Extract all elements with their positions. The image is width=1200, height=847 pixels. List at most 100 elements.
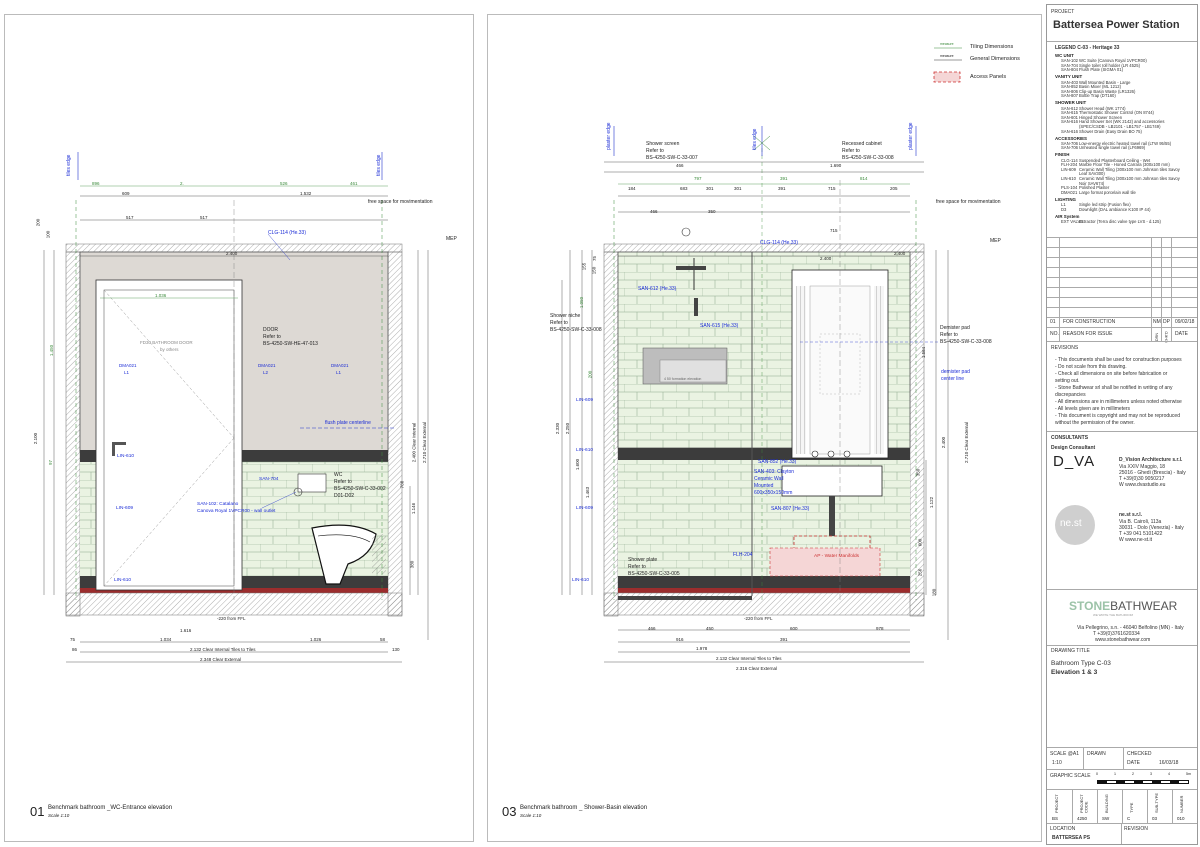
elev1-dim-clear-int: 2.132 Clear Internal Tiles to Tiles <box>190 647 256 652</box>
divider <box>1047 247 1197 248</box>
elev3-ap: AP - Water Manifolds <box>814 554 860 559</box>
legend-item-desc: Hand Shower Set (WK 2142) and accessorie… <box>1079 119 1165 125</box>
divider <box>1047 327 1197 328</box>
divider <box>1047 257 1197 258</box>
elev3-free-space: free space for movimentation <box>936 199 1001 205</box>
legend-item-code: SAN-804 <box>1061 67 1078 73</box>
elev3-dim-bot-1: 466 <box>648 626 656 631</box>
elev3-lin609-top: LIN-609 <box>576 398 594 403</box>
legend-item-code: FLH-204 <box>1061 162 1078 168</box>
elev1-dim-top-4: 461 <box>350 181 358 186</box>
drawing-title-1: Bathroom Type C-03 <box>1051 660 1111 667</box>
elev3-dim-clear-int: 2.132 Clear Internal Tiles to Tiles <box>716 656 782 661</box>
legend-item-desc: Unheated single towel rail (LF6969) <box>1079 145 1146 151</box>
legend-item-desc: Flush Plate (SIGMA 01) <box>1079 67 1123 73</box>
drawing-title-2: Elevation 1 & 3 <box>1051 669 1098 676</box>
scale-label: SCALE @A1 <box>1050 751 1079 757</box>
graphic-scale-tick: 1 <box>1114 772 1116 776</box>
elev3-tile-edge: tiles edge <box>752 128 758 150</box>
elev1-wc-2: Refer to <box>334 479 352 485</box>
code-grid-divider <box>1097 789 1098 823</box>
elev3-dim-small-5: 180 <box>931 588 937 597</box>
elev1-san704: SAN-704 <box>259 477 279 482</box>
code-header: TYPE <box>1129 802 1134 813</box>
elev3-dim-top3-6: 715 <box>828 186 836 191</box>
elev3-dim-top3-7: 205 <box>890 186 898 191</box>
elev3-dim-top2-1: 797 <box>694 176 702 181</box>
elev1-dma-2a: DMA021 <box>258 363 276 368</box>
elev3-niche-2: Refer to <box>550 320 568 326</box>
code-value: SW <box>1102 816 1110 821</box>
divider <box>1047 267 1197 268</box>
graphic-scale-tick: 3 <box>1150 772 1152 776</box>
date-label: DATE <box>1127 760 1140 766</box>
divider <box>1047 287 1197 288</box>
elev1-dim-right-5: 380 <box>409 560 415 569</box>
elev1-lin609: LIN-609 <box>116 506 134 511</box>
elev3-dim-left-4: 1.463 <box>585 486 591 499</box>
divider <box>1047 431 1197 432</box>
elev3-san403-4: 600x350x150mm <box>754 490 793 496</box>
divider <box>1047 769 1197 770</box>
elev1-dim-top-3: 526 <box>280 181 288 186</box>
elev1-dim-left-2: 1.450 <box>49 344 55 357</box>
stone-line-3: www.stonebathwear.com <box>1095 637 1151 643</box>
elev1-dma-3a: DMA021 <box>331 363 349 368</box>
divider <box>1047 307 1197 308</box>
elev1-dim-top-2: 2. <box>180 181 184 186</box>
elev1-dim-small-6: 58 <box>380 637 386 642</box>
drawn-label: DRAWN <box>1087 751 1106 757</box>
code-grid-divider <box>1122 789 1123 823</box>
stone-logo: STONEBATHWEAR <box>1069 599 1177 613</box>
elev3-dim-small-2: 155 <box>581 262 587 271</box>
elev1-dim-width: 2.400 <box>226 251 238 256</box>
stone-logo-a: STONE <box>1069 599 1111 613</box>
elev3-dim-small-3: 715 <box>830 228 838 233</box>
elev3-dim-right-6: 600 <box>917 538 923 547</box>
code-grid-divider <box>1172 789 1173 823</box>
dva-logo: D_VA <box>1053 453 1096 470</box>
elev3-dim-bot-2: 450 <box>706 626 714 631</box>
legend-item-desc: WC Suite (Canova Royal 1VPCR00) <box>1079 58 1147 64</box>
issue-col-reason: REASON FOR ISSUE <box>1063 331 1113 337</box>
elev3-dim-top3-1: 184 <box>628 186 636 191</box>
elev3-dim-right-5: 350 <box>915 468 921 477</box>
elev3-cabinet-1: Recessed cabinet <box>842 141 882 147</box>
key-measure-1: measure <box>940 42 954 46</box>
elev1-door-sub: by others <box>160 347 179 352</box>
nest-line-1: Via B. Cairoli, 113a <box>1119 519 1162 525</box>
consultants-label: CONSULTANTS <box>1051 435 1089 441</box>
elev3-demister-1: Demister pad <box>940 325 970 331</box>
graphic-scale-bar <box>1097 780 1189 784</box>
elev1-san102-1: SAN-102: Catalano <box>197 502 239 507</box>
elev3-dim-right-1: 2.400 <box>941 436 947 449</box>
revision-note: - Do not scale from this drawing. <box>1055 364 1127 370</box>
legend-item-desc: Polished Plaster <box>1079 185 1110 191</box>
legend-item-code: SAN-806 <box>1061 88 1078 94</box>
elev3-ffl: -220 from FFL <box>744 616 773 621</box>
revision-note: - All levels given are in millimeters <box>1055 406 1131 412</box>
nest-line-4: W www.ne-st.it <box>1119 537 1153 543</box>
legend-item-code: SAN-704 <box>1061 62 1078 68</box>
elev1-dim-right-4: 1.146 <box>411 502 417 515</box>
elev3-dim-right-7: 256 <box>917 568 923 577</box>
graphic-scale-label: GRAPHIC SCALE <box>1050 773 1091 779</box>
elev1-dim-small-2: 100 <box>45 230 51 239</box>
elev3-plate-2: Refer to <box>628 564 646 570</box>
elev3-dim-bot2-3: 1.978 <box>696 646 708 651</box>
elev1-mep: MEP <box>446 236 457 242</box>
scale-value: 1:10 <box>1052 760 1062 766</box>
elev1-dma-3b: L1 <box>336 370 342 375</box>
dva-line-2: 25016 - Ghedi (Brescia) - Italy <box>1119 470 1186 476</box>
elev1-door-label: FD30 BATHROOM DOOR <box>140 340 193 345</box>
legend-item-desc: Shower Drain (Easy Drain BO 75) <box>1079 128 1142 134</box>
project-name: Battersea Power Station <box>1053 19 1180 31</box>
legend-item-desc: Downlight (DAL ambiance K100 IP 44) <box>1079 206 1151 212</box>
legend-item-desc: Single led strip (Fusion flex) <box>1079 202 1131 207</box>
elev1-door-ref-3: BS-4250-SW-HE-47-013 <box>263 341 318 347</box>
legend-group-heading: ACCESSORIES <box>1055 135 1087 141</box>
location-value: BATTERSEA PS <box>1052 835 1091 841</box>
